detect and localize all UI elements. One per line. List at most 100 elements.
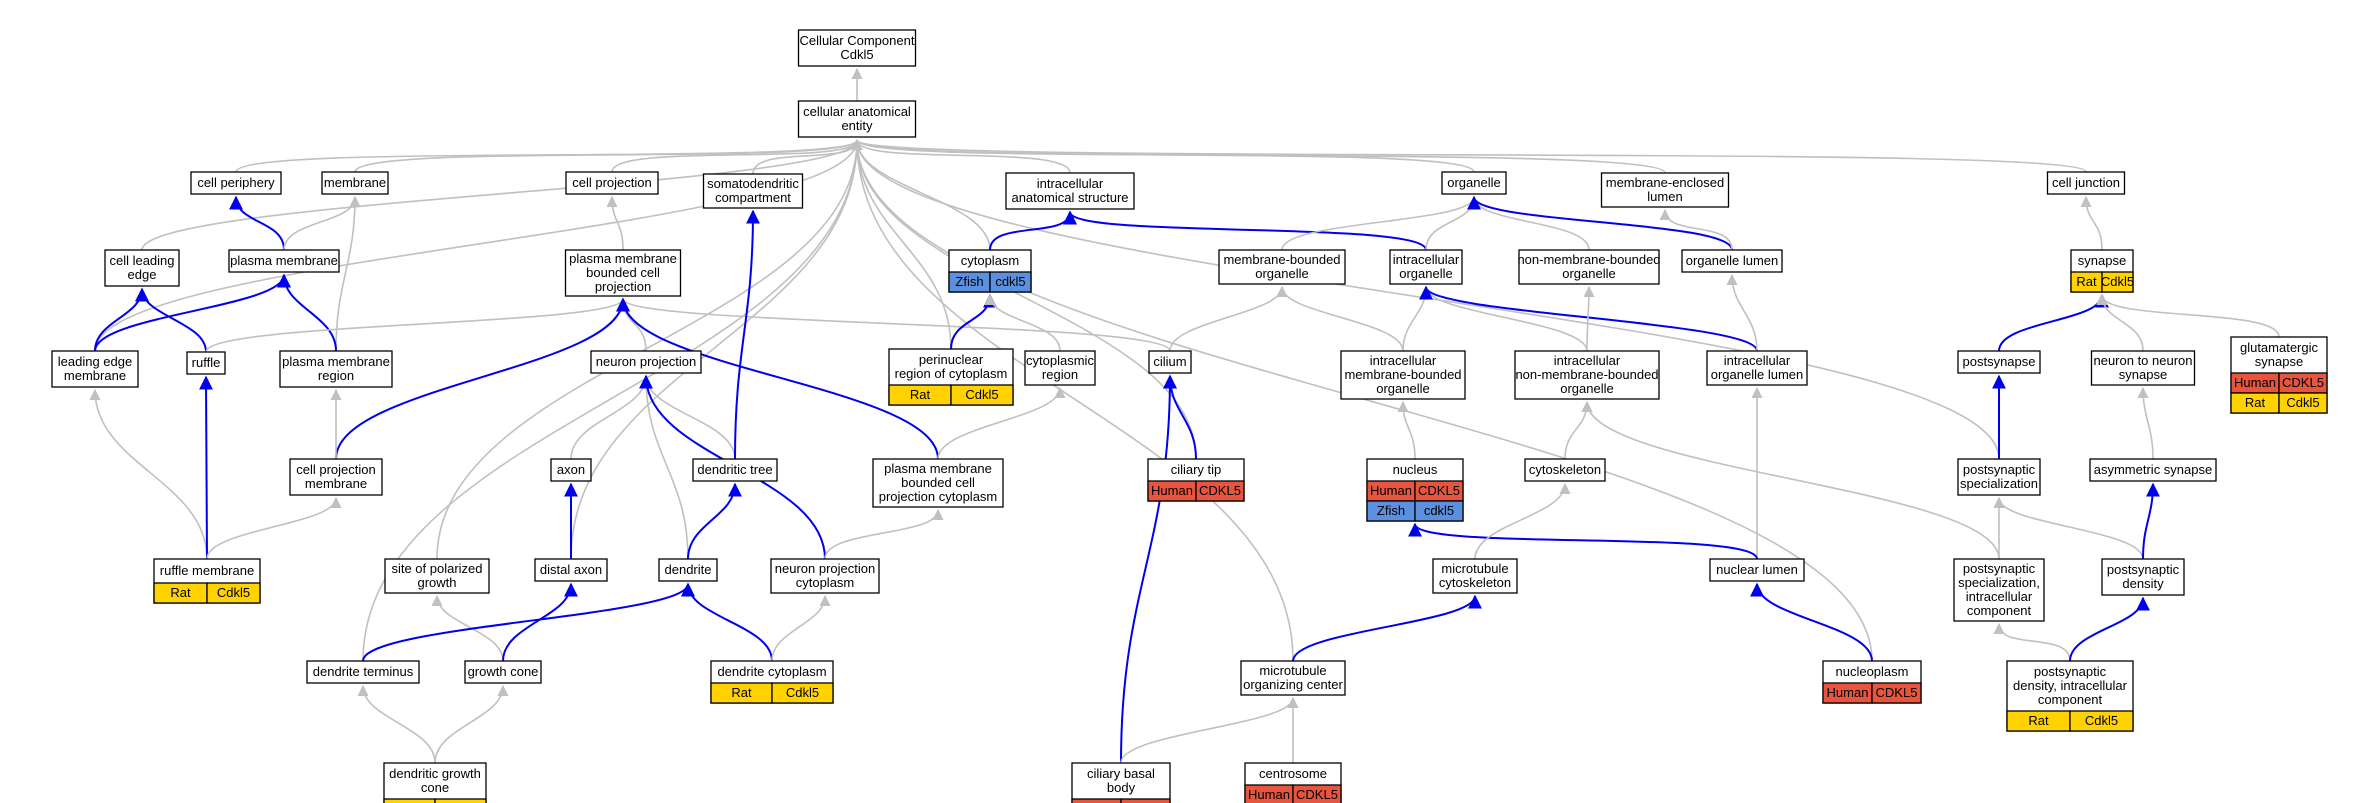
- node-label-line: intracellular: [1370, 353, 1437, 368]
- node-axon[interactable]: axon: [550, 458, 592, 482]
- node-label-line: projection: [595, 279, 651, 294]
- node-box: [1240, 660, 1346, 696]
- edge-celljunc-to-cae: [851, 138, 2087, 173]
- node-box: [1957, 458, 2041, 496]
- edge-cilium-to-pmbcp: [617, 297, 1171, 352]
- node-dendritic-tree[interactable]: dendritic tree: [692, 458, 778, 482]
- edge-dtree-to-somato: [734, 209, 760, 460]
- node-dendritic-growth-cone[interactable]: dendritic growthconeRatCdkl5: [383, 762, 487, 803]
- node-label-line: region: [318, 368, 354, 383]
- node-asymmetric-synapse[interactable]: asymmetric synapse: [2089, 458, 2217, 482]
- node-label-line: component: [1967, 603, 2032, 618]
- node-growth-cone[interactable]: growth cone: [464, 660, 542, 684]
- node-plasma-membrane[interactable]: plasma membrane: [228, 249, 340, 273]
- node-organelle-lumen[interactable]: organelle lumen: [1681, 249, 1783, 273]
- node-label-line: centrosome: [1259, 766, 1327, 781]
- node-neuron-projection[interactable]: neuron projection: [590, 350, 702, 374]
- node-label-line: component: [2038, 692, 2103, 707]
- node-label-line: membrane-bounded: [1223, 252, 1340, 267]
- node-box: [1524, 458, 1606, 482]
- node-dendrite-terminus[interactable]: dendrite terminus: [306, 660, 420, 684]
- node-cytoskeleton[interactable]: cytoskeleton: [1524, 458, 1606, 482]
- species-label: Zfish: [955, 274, 983, 289]
- node-nuclear-lumen[interactable]: nuclear lumen: [1709, 558, 1805, 582]
- node-label-line: dendritic tree: [697, 462, 772, 477]
- node-intracellular-non-membrane-bounded-organelle[interactable]: intracellularnon-membrane-boundedorganel…: [1514, 350, 1660, 400]
- node-label-line: somatodendritic: [707, 176, 799, 191]
- species-cell: [1071, 798, 1122, 803]
- gene-label: cdkl5: [995, 274, 1025, 289]
- gene-label: CDKL5: [1296, 787, 1338, 802]
- node-organelle[interactable]: organelle: [1441, 171, 1507, 195]
- node-postsynapse[interactable]: postsynapse: [1957, 350, 2041, 374]
- node-cell-projection[interactable]: cell projection: [565, 171, 659, 195]
- node-label-line: cytoplasmic: [1026, 353, 1094, 368]
- node-label-line: plasma membrane: [569, 251, 677, 266]
- gene-cell: [434, 798, 487, 803]
- edge-membrane-to-cae: [354, 138, 863, 173]
- edge-rufmem-to-ruffle: [199, 375, 214, 560]
- node-ciliary-basal-body[interactable]: ciliary basalbodyHumanCDKL5: [1071, 762, 1171, 803]
- node-cell-periphery[interactable]: cell periphery: [190, 171, 282, 195]
- node-membrane[interactable]: membrane: [321, 171, 389, 195]
- node-postsynaptic-specialization-intracellular-component[interactable]: postsynapticspecialization,intracellular…: [1953, 558, 2045, 622]
- node-dendrite[interactable]: dendrite: [658, 558, 718, 582]
- node-box: [1340, 350, 1466, 400]
- node-box: [2090, 350, 2196, 386]
- node-box: [228, 249, 340, 273]
- node-label-line: anatomical structure: [1011, 190, 1128, 205]
- node-label-line: intracellular: [1037, 176, 1104, 191]
- node-ruffle[interactable]: ruffle: [186, 351, 226, 375]
- node-label-line: region: [1042, 367, 1078, 382]
- node-cilium[interactable]: cilium: [1148, 350, 1192, 374]
- node-box: [565, 171, 659, 195]
- node-box: [1148, 350, 1192, 374]
- node-label-line: intracellular: [1554, 353, 1621, 368]
- node-box: [770, 558, 880, 594]
- edge-lem-to-leadedge: [94, 287, 149, 352]
- node-box: [464, 660, 542, 684]
- node-label-line: organelle: [1560, 381, 1614, 396]
- node-distal-axon[interactable]: distal axon: [534, 558, 608, 582]
- node-label-line: postsynaptic: [1963, 561, 2036, 576]
- edge-olumen-to-mel: [1659, 208, 1733, 251]
- gene-cell: [1871, 682, 1922, 704]
- node-cell-junction[interactable]: cell junction: [2046, 171, 2126, 195]
